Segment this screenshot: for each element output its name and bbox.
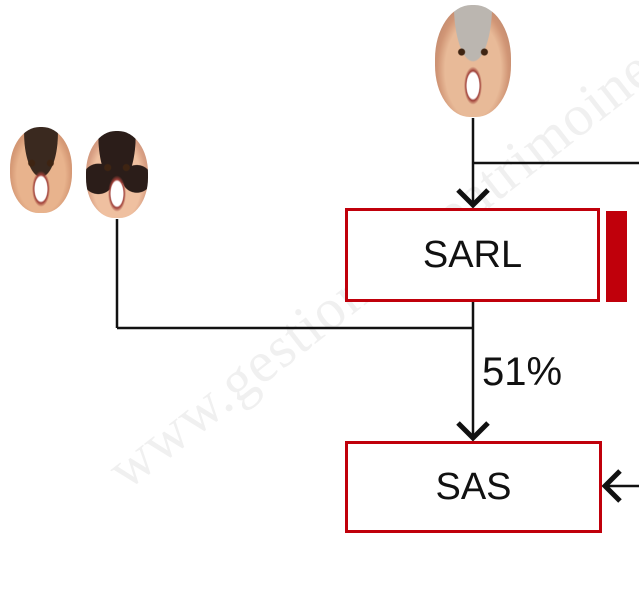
sarl-entity-box: SARL	[345, 208, 600, 302]
woman-person-icon	[86, 131, 148, 218]
left-person-icon	[10, 127, 72, 213]
red-status-bar	[606, 211, 627, 302]
sas-label: SAS	[435, 465, 512, 508]
ownership-percentage: 51%	[482, 350, 563, 394]
sarl-label: SARL	[422, 233, 523, 276]
sas-entity-box: SAS	[345, 441, 602, 533]
ownership-diagram: www.gestion-de-patrimoine SARL 51% SAS	[10, 5, 639, 533]
top-person-icon	[435, 5, 511, 117]
diagram-lines	[115, 118, 639, 503]
